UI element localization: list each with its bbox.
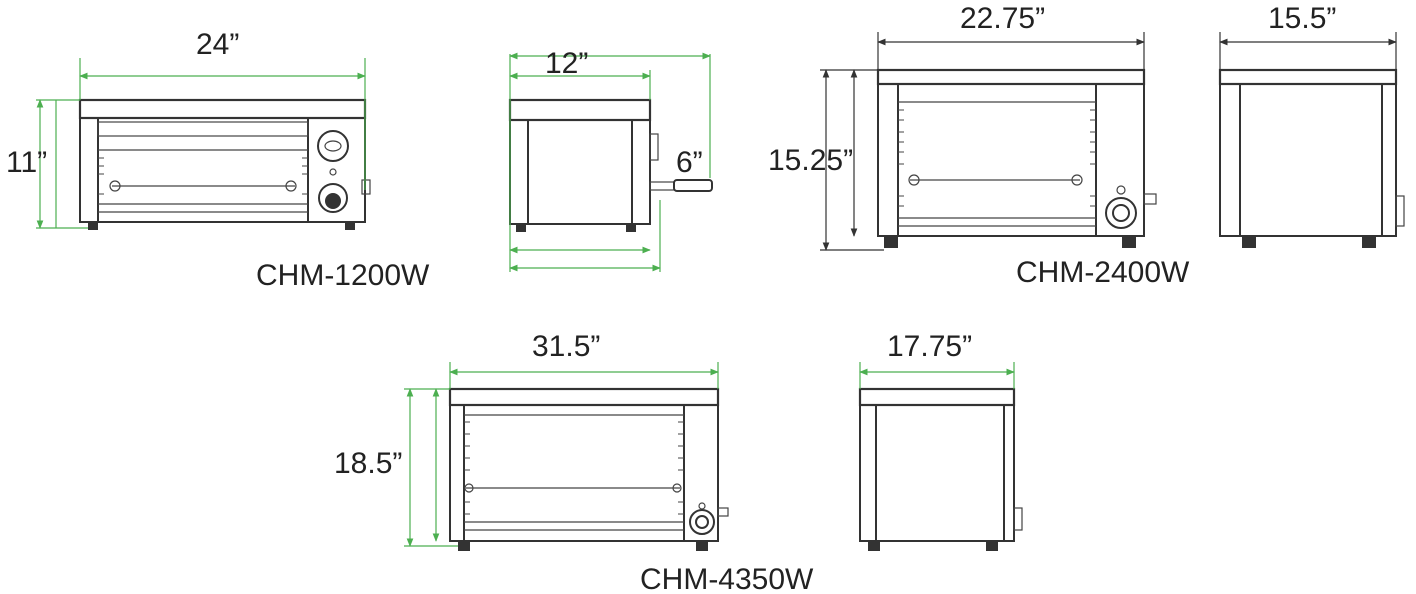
body-outline <box>877 83 1145 237</box>
chm-2400w-width-label: 22.75” <box>960 2 1045 35</box>
foot <box>458 541 470 551</box>
foot <box>1122 236 1136 248</box>
chm-4350w-width-label: 31.5” <box>532 330 600 363</box>
body-outline <box>859 404 1015 542</box>
top-plate <box>448 387 720 407</box>
body-outline <box>1219 83 1397 237</box>
temperature-knob-icon <box>318 183 348 213</box>
rack-slot-ticks <box>98 109 1096 515</box>
foot <box>868 541 880 551</box>
foot <box>1362 236 1376 248</box>
chm-1200w-front-view <box>36 58 371 230</box>
chm-1200w-width-label: 24” <box>196 28 239 61</box>
handle-icon <box>649 179 713 192</box>
chm-2400w-front-view <box>820 32 1157 251</box>
foot <box>884 236 898 248</box>
chm-4350w-side-view <box>858 362 1023 551</box>
chm-2400w-depth-label: 15.5” <box>1268 2 1336 35</box>
temperature-knob-icon <box>1105 197 1137 229</box>
body-outline <box>509 119 651 225</box>
temperature-knob-icon <box>689 509 715 535</box>
top-plate <box>78 98 367 120</box>
indicator-light-icon <box>329 168 337 176</box>
chm-2400w-model-label: CHM-2400W <box>1016 256 1190 289</box>
chm-1200w-model-label: CHM-1200W <box>256 259 430 292</box>
foot <box>88 222 98 230</box>
indicator-light-icon <box>698 502 706 510</box>
top-plate <box>858 387 1016 407</box>
foot <box>1242 236 1256 248</box>
chm-1200w-side-view <box>508 52 713 272</box>
chm-1200w-depth-label: 12” <box>545 47 588 80</box>
top-plate <box>876 68 1146 86</box>
heating-element <box>97 121 309 137</box>
chm-4350w-front-view <box>404 362 729 551</box>
chm-4350w-height-label: 18.5” <box>334 447 402 480</box>
rack-1200w <box>109 180 297 192</box>
foot <box>516 224 526 232</box>
chm-2400w-side-view <box>1218 32 1405 248</box>
foot <box>696 541 708 551</box>
timer-knob-icon <box>317 130 349 162</box>
foot <box>986 541 998 551</box>
foot <box>626 224 636 232</box>
chm-1200w-height-label: 11” <box>6 146 47 179</box>
indicator-light-icon <box>1116 185 1126 195</box>
chm-2400w-height-label: 15.25” <box>768 144 853 177</box>
chm-4350w-depth-label: 17.75” <box>887 330 972 363</box>
chm-1200w-handle-label: 6” <box>676 146 703 179</box>
body-outline <box>449 404 719 542</box>
chm-4350w-model-label: CHM-4350W <box>640 563 814 594</box>
rack-4350w <box>464 483 682 493</box>
top-plate <box>1218 68 1398 86</box>
top-plate <box>508 98 652 122</box>
rack-2400w <box>908 174 1083 186</box>
foot <box>345 222 355 230</box>
